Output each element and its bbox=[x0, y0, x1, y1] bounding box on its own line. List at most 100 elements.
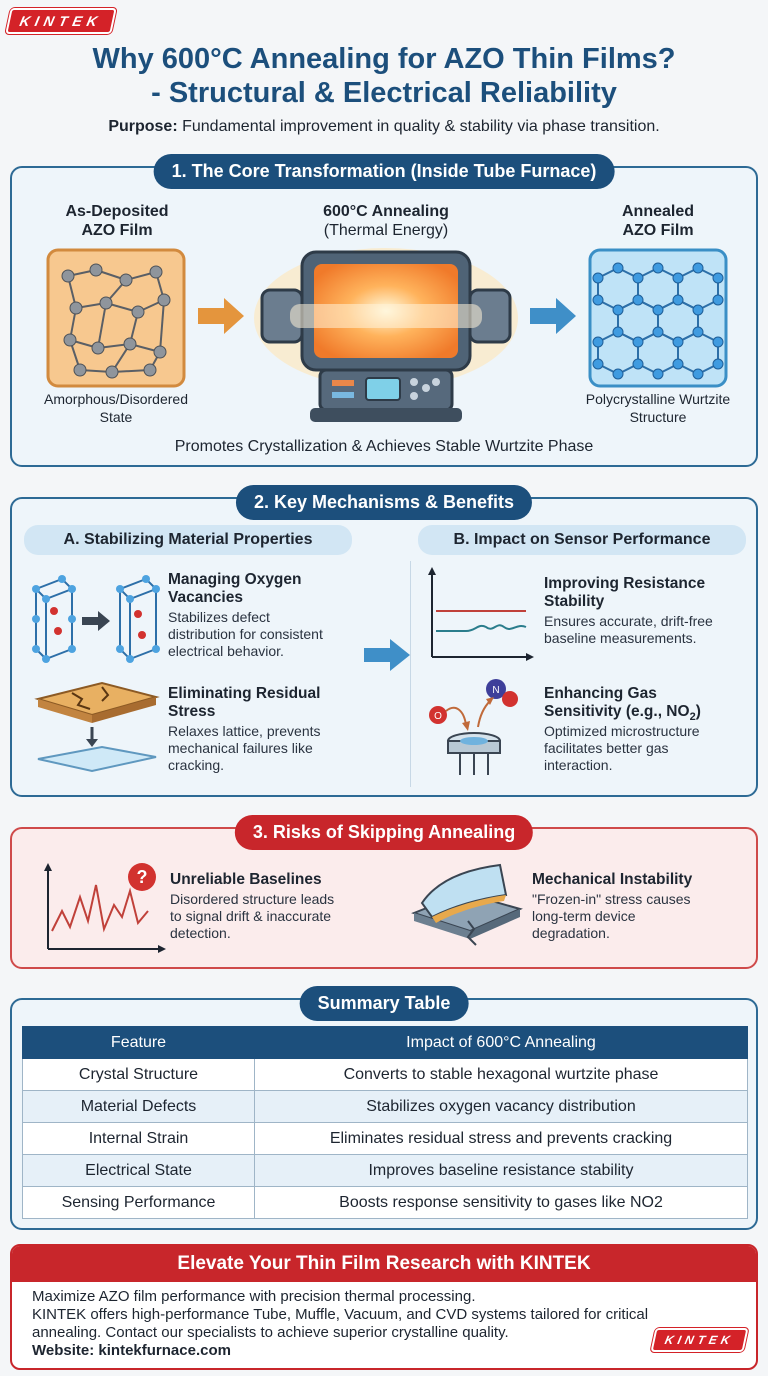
oxygen-vacancy-lattice-icon bbox=[32, 575, 160, 663]
cta-line-2: KINTEK offers high-performance Tube, Muf… bbox=[32, 1306, 649, 1323]
cta-line-3: annealing. Contact our specialists to ac… bbox=[32, 1324, 509, 1341]
unreliable-baselines-title: Unreliable Baselines bbox=[170, 871, 322, 888]
section-2-title: 2. Key Mechanisms & Benefits bbox=[235, 485, 533, 520]
subsection-a-title: A. Stabilizing Material Properties bbox=[24, 525, 352, 555]
gas-sensor-icon: O N bbox=[429, 679, 518, 775]
website-link[interactable]: kintekfurnace.com bbox=[98, 1342, 231, 1359]
subsection-divider bbox=[410, 561, 411, 787]
table-row: Internal Strain Eliminates residual stre… bbox=[22, 1122, 748, 1155]
gas-sensitivity-title: Enhancing Gas Sensitivity (e.g., NO2) bbox=[544, 685, 750, 726]
mechanical-instability-description: "Frozen-in" stress causes long-term devi… bbox=[532, 891, 752, 942]
unreliable-baselines-desc-line-1: Disordered structure leads bbox=[170, 891, 335, 907]
table-cell-feature: Internal Strain bbox=[22, 1122, 255, 1155]
resistance-stability-description: Ensures accurate, drift-free baseline me… bbox=[544, 613, 750, 647]
purpose-text: Fundamental improvement in quality & sta… bbox=[182, 118, 660, 135]
oxygen-vacancies-desc-line-1: Stabilizes defect bbox=[168, 609, 270, 625]
cracked-layer-icon bbox=[34, 681, 160, 773]
annealed-line-1: Annealed bbox=[621, 203, 694, 220]
section-1-title: 1. The Core Transformation (Inside Tube … bbox=[153, 154, 615, 189]
section-1-footer: Promotes Crystallization & Achieves Stab… bbox=[174, 438, 594, 455]
resistance-stability-desc-line-1: Ensures accurate, drift-free bbox=[544, 613, 713, 629]
oxygen-vacancies-title-line-1: Managing Oxygen bbox=[168, 571, 302, 588]
summary-table: Feature Impact of 600°C Annealing Crysta… bbox=[22, 1026, 748, 1219]
wurtzite-caption: Polycrystalline Wurtzite Structure bbox=[558, 390, 758, 426]
page-title: Why 600°C Annealing for AZO Thin Films? … bbox=[0, 42, 768, 110]
mechanical-instability-title: Mechanical Instability bbox=[532, 871, 693, 888]
table-cell-impact: Eliminates residual stress and prevents … bbox=[254, 1122, 748, 1155]
mechanical-instability-desc-line-2: long-term device bbox=[532, 908, 636, 924]
summary-table-header: Feature Impact of 600°C Annealing bbox=[22, 1026, 748, 1059]
residual-stress-description: Relaxes lattice, prevents mechanical fai… bbox=[168, 723, 368, 774]
table-row: Material Defects Stabilizes oxygen vacan… bbox=[22, 1090, 748, 1123]
as-deposited-line-2: AZO Film bbox=[81, 222, 153, 239]
wurtzite-structure-icon bbox=[588, 248, 728, 388]
gas-sensitivity-title-end: ) bbox=[695, 703, 701, 720]
residual-stress-desc-line-3: cracking. bbox=[168, 757, 225, 773]
mechanical-instability-desc-line-3: degradation. bbox=[532, 925, 610, 941]
table-cell-feature: Sensing Performance bbox=[22, 1186, 255, 1219]
residual-stress-desc-line-2: mechanical failures like bbox=[168, 740, 313, 756]
as-deposited-heading: As-Deposited AZO Film bbox=[22, 202, 212, 240]
cta-title: Elevate Your Thin Film Research with KIN… bbox=[12, 1246, 756, 1282]
annealed-heading: Annealed AZO Film bbox=[558, 202, 758, 240]
section-risks: 3. Risks of Skipping Annealing ? Unrelia… bbox=[10, 815, 758, 969]
table-cell-feature: Electrical State bbox=[22, 1154, 255, 1187]
subsection-b-title: B. Impact on Sensor Performance bbox=[418, 525, 746, 555]
table-row: Electrical State Improves baseline resis… bbox=[22, 1154, 748, 1187]
table-cell-impact: Converts to stable hexagonal wurtzite ph… bbox=[254, 1058, 748, 1091]
purpose-statement: Purpose: Fundamental improvement in qual… bbox=[0, 118, 768, 136]
purpose-label: Purpose: bbox=[108, 118, 178, 135]
resistance-stability-title: Improving Resistance Stability bbox=[544, 575, 750, 611]
gas-sensitivity-desc-line-3: interaction. bbox=[544, 757, 613, 773]
summary-title: Summary Table bbox=[299, 986, 469, 1021]
gas-sensitivity-title-text: Sensitivity (e.g., NO bbox=[544, 703, 690, 720]
column-header-impact: Impact of 600°C Annealing bbox=[254, 1026, 748, 1059]
oxygen-vacancies-title-line-2: Vacancies bbox=[168, 589, 243, 606]
kintek-logo: KINTEK bbox=[650, 1328, 749, 1352]
title-line-2: - Structural & Electrical Reliability bbox=[151, 77, 617, 109]
oxygen-vacancies-title: Managing Oxygen Vacancies bbox=[168, 571, 358, 607]
section-key-mechanisms: 2. Key Mechanisms & Benefits A. Stabiliz… bbox=[10, 485, 758, 797]
oxygen-vacancies-description: Stabilizes defect distribution for consi… bbox=[168, 609, 368, 660]
oxygen-vacancies-desc-line-3: electrical behavior. bbox=[168, 643, 284, 659]
section-summary: Summary Table Feature Impact of 600°C An… bbox=[10, 986, 758, 1230]
wurtzite-caption-line-1: Polycrystalline Wurtzite bbox=[585, 391, 731, 407]
annealing-subtitle: (Thermal Energy) bbox=[323, 222, 449, 239]
amorphous-caption: Amorphous/Disordered State bbox=[12, 390, 220, 426]
cta-website: Website: kintekfurnace.com bbox=[32, 1342, 736, 1360]
gas-sensitivity-desc-line-2: facilitates better gas bbox=[544, 740, 669, 756]
table-cell-feature: Material Defects bbox=[22, 1090, 255, 1123]
unreliable-signal-graph-icon: ? bbox=[44, 863, 166, 953]
arrow-right-blue-icon bbox=[364, 639, 410, 671]
residual-stress-title-line-2: Stress bbox=[168, 703, 216, 720]
amorphous-structure-icon bbox=[46, 248, 186, 388]
residual-stress-desc-line-1: Relaxes lattice, prevents bbox=[168, 723, 321, 739]
title-line-1: Why 600°C Annealing for AZO Thin Films? bbox=[92, 43, 676, 75]
annealed-line-2: AZO Film bbox=[622, 222, 694, 239]
mechanical-instability-desc-line-1: "Frozen-in" stress causes bbox=[532, 891, 691, 907]
resistance-stability-title-line-1: Improving Resistance bbox=[544, 575, 706, 592]
table-cell-impact: Boosts response sensitivity to gases lik… bbox=[254, 1186, 748, 1219]
resistance-stability-desc-line-2: baseline measurements. bbox=[544, 630, 697, 646]
residual-stress-title: Eliminating Residual Stress bbox=[168, 685, 368, 721]
gas-sensitivity-title-line-2: Sensitivity (e.g., NO2) bbox=[544, 703, 750, 726]
website-label: Website: bbox=[32, 1342, 95, 1359]
question-mark-icon: ? bbox=[137, 867, 148, 887]
delaminating-layers-icon bbox=[411, 863, 523, 946]
as-deposited-line-1: As-Deposited bbox=[65, 203, 169, 220]
resistance-stability-graph-icon bbox=[428, 567, 534, 661]
wurtzite-caption-line-2: Structure bbox=[629, 409, 687, 425]
column-header-feature: Feature bbox=[22, 1026, 255, 1059]
annealing-title: 600°C Annealing bbox=[323, 203, 449, 220]
section-core-transformation: 1. The Core Transformation (Inside Tube … bbox=[10, 154, 758, 467]
tube-furnace-icon bbox=[254, 248, 518, 422]
gas-sensitivity-subscript: 2 bbox=[689, 711, 696, 724]
unreliable-baselines-desc-line-2: to signal drift & inaccurate bbox=[170, 908, 332, 924]
oxygen-atom-label: O bbox=[434, 711, 442, 722]
gas-sensitivity-title-line-1: Enhancing Gas bbox=[544, 685, 657, 702]
nitrogen-atom-label: N bbox=[492, 685, 499, 696]
unreliable-baselines-description: Disordered structure leads to signal dri… bbox=[170, 891, 390, 942]
section-3-title: 3. Risks of Skipping Annealing bbox=[234, 815, 534, 850]
arrow-right-blue-icon bbox=[530, 298, 576, 334]
unreliable-baselines-desc-line-3: detection. bbox=[170, 925, 231, 941]
